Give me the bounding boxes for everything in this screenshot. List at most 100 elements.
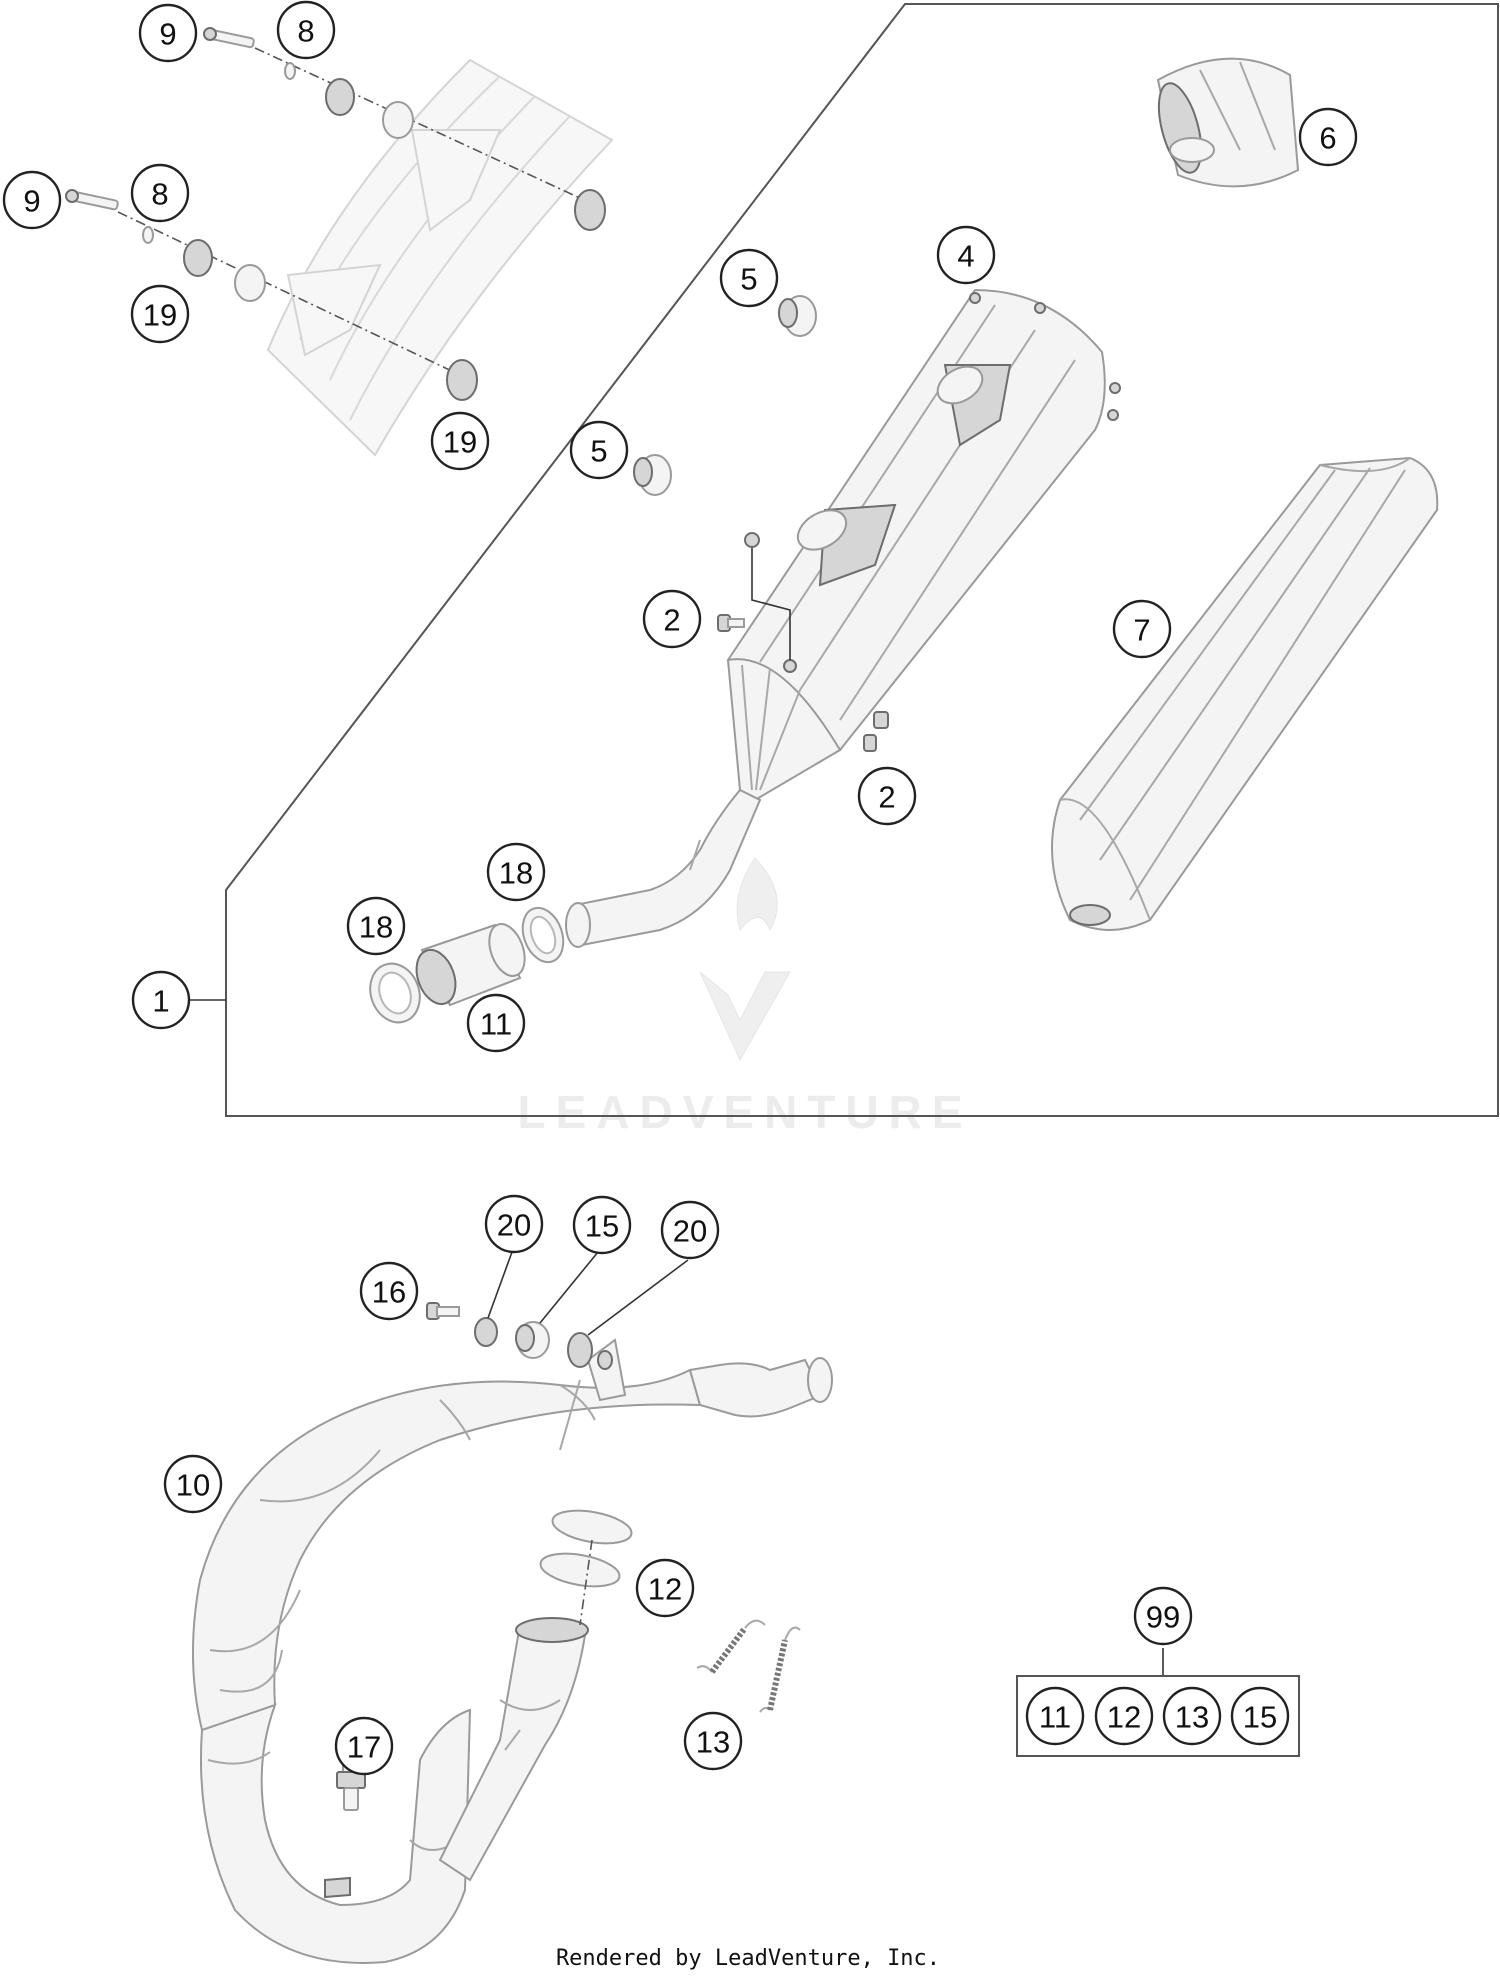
kit-item-15: 15 <box>1230 1686 1290 1746</box>
washer-8-lower <box>142 226 154 244</box>
grommet-5-upper <box>778 295 817 337</box>
mounting-bracket-ghost <box>266 58 614 457</box>
spring-13-left <box>696 1619 766 1674</box>
callout-label: 17 <box>347 1730 381 1765</box>
callout-circle <box>1298 107 1358 167</box>
end-cap-6 <box>1156 57 1300 188</box>
axis-line-upper <box>254 47 596 206</box>
bolt-16 <box>426 1302 460 1320</box>
kit-item-label: 11 <box>1039 1700 1071 1735</box>
axis-line-oring <box>579 1539 593 1626</box>
callout-label: 13 <box>696 1725 730 1760</box>
callout-label: 16 <box>372 1275 406 1310</box>
callout-7-12: 7 <box>1112 599 1172 659</box>
callout-18-13: 18 <box>486 842 546 902</box>
callout-15-18: 15 <box>572 1195 632 1255</box>
rivet-d <box>1107 409 1119 421</box>
callout-leaders <box>487 1251 1164 1676</box>
o-ring-12-upper <box>551 1509 633 1545</box>
washer-8-upper <box>284 62 296 80</box>
watermark-logo <box>699 857 791 1062</box>
callout-circle <box>569 420 629 480</box>
bolt-9-upper <box>203 27 255 49</box>
spring-13-right <box>759 1626 801 1713</box>
grommet-19-upper-b <box>574 189 606 231</box>
callout-circle <box>484 1194 544 1254</box>
bushing-lower-a <box>234 264 266 302</box>
callout-circle <box>131 970 191 1030</box>
nut-small-a <box>783 659 797 673</box>
callout-5-9: 5 <box>569 420 629 480</box>
callout-label: 8 <box>151 177 168 212</box>
callout-circle <box>642 589 702 649</box>
callout-circle <box>130 284 190 344</box>
washer-20-left <box>474 1317 498 1347</box>
seal-ring-18-right <box>521 906 565 964</box>
callout-circle <box>660 1200 720 1260</box>
callout-label: 9 <box>159 17 176 52</box>
callout-circle <box>1133 1586 1193 1646</box>
kit-item-label: 12 <box>1107 1700 1141 1735</box>
callout-11-15: 11 <box>466 993 526 1053</box>
callout-circle <box>138 3 198 63</box>
callout-19-5: 19 <box>430 411 490 471</box>
callout-circle <box>936 225 996 285</box>
link-pipe <box>565 788 762 948</box>
callout-label: 6 <box>1319 121 1336 156</box>
rendered-by-footer: Rendered by LeadVenture, Inc. <box>556 1946 940 1971</box>
grommet-19-lower-b <box>446 359 478 401</box>
callout-label: 9 <box>23 184 40 219</box>
washer-small-a <box>744 532 760 548</box>
callout-label: 19 <box>443 425 477 460</box>
callout-18-14: 18 <box>346 896 406 956</box>
rivet-b <box>1034 302 1046 314</box>
callout-circle <box>359 1261 419 1321</box>
callout-label: 18 <box>499 856 533 891</box>
kit-item-circle <box>1230 1686 1290 1746</box>
kit-item-label: 15 <box>1243 1700 1277 1735</box>
callout-label: 8 <box>297 14 314 49</box>
callout-10-21: 10 <box>163 1454 223 1514</box>
callout-20-17: 20 <box>484 1194 544 1254</box>
callout-label: 2 <box>663 603 680 638</box>
callout-label: 10 <box>176 1468 210 1503</box>
bushing-15 <box>515 1321 550 1359</box>
callout-circle <box>1112 599 1172 659</box>
callout-20-19: 20 <box>660 1200 720 1260</box>
callout-label: 18 <box>359 910 393 945</box>
callout-19-4: 19 <box>130 284 190 344</box>
callout-5-8: 5 <box>719 248 779 308</box>
washer-20-right <box>567 1332 593 1368</box>
callout-label: 4 <box>957 239 974 274</box>
rivet-a <box>969 292 981 304</box>
callout-circle <box>683 1711 743 1771</box>
silencer-body-4 <box>726 288 1106 802</box>
callout-circle <box>719 248 779 308</box>
callout-circle <box>2 170 62 230</box>
callout-circle <box>572 1195 632 1255</box>
o-ring-12-lower <box>539 1552 621 1588</box>
callout-label: 5 <box>740 262 757 297</box>
callout-circle <box>130 163 190 223</box>
callout-9-2: 9 <box>2 170 62 230</box>
callout-circle <box>346 896 406 956</box>
grommet-5-lower <box>633 454 672 496</box>
callout-circle <box>486 842 546 902</box>
kit-item-label: 13 <box>1175 1700 1209 1735</box>
callout-99-25: 99 <box>1133 1586 1193 1646</box>
callout-label: 5 <box>590 434 607 469</box>
kit-item-11: 11 <box>1025 1686 1085 1746</box>
kit-item-circle <box>1162 1686 1222 1746</box>
callout-16-20: 16 <box>359 1261 419 1321</box>
callout-label: 19 <box>143 298 177 333</box>
callout-4-7: 4 <box>936 225 996 285</box>
kit-item-circle <box>1025 1686 1085 1746</box>
callout-label: 15 <box>585 1209 619 1244</box>
clamp-11 <box>415 923 526 1007</box>
callout-circle <box>276 0 336 60</box>
callout-circle <box>334 1716 394 1776</box>
callout-2-10: 2 <box>642 589 702 649</box>
callout-circle <box>430 411 490 471</box>
